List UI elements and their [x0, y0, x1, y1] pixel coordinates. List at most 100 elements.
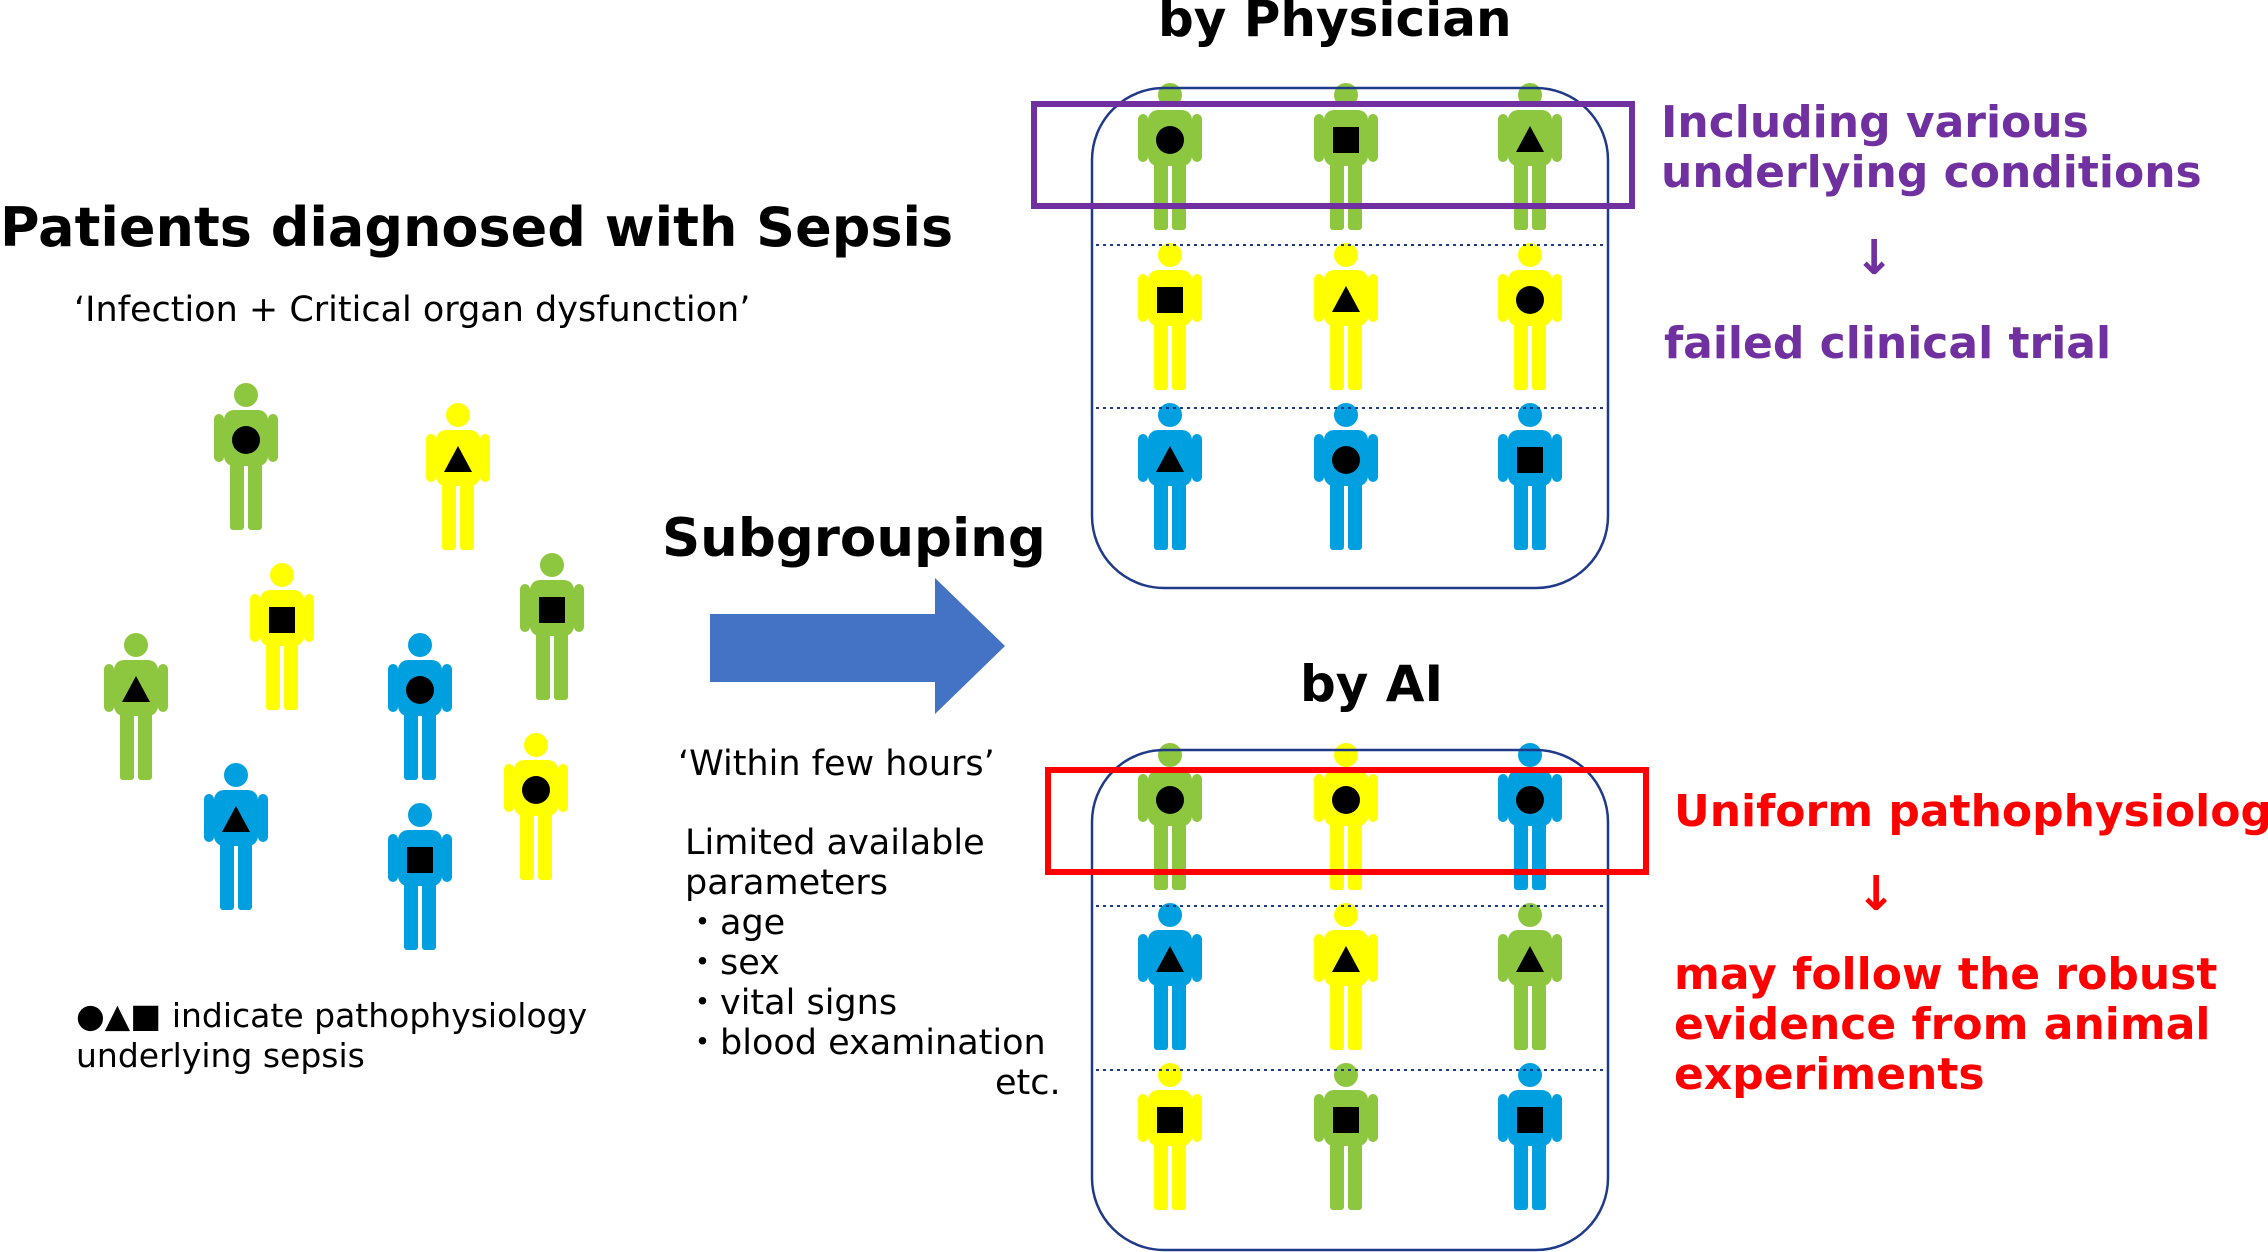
ai-result-line-1: may follow the robust: [1674, 949, 2218, 1000]
circle-marker: [232, 426, 260, 454]
circle-marker: [1156, 786, 1184, 814]
circle-marker: [522, 776, 550, 804]
params-heading-1: Limited available: [685, 823, 985, 863]
square-marker: [1517, 447, 1543, 473]
person-icon: [426, 403, 490, 550]
ai-note: Uniform pathophysiology: [1674, 786, 2268, 837]
person-icon: [1138, 403, 1202, 550]
square-marker: [539, 597, 565, 623]
physician-patient-figure: [1314, 83, 1378, 230]
physician-group-box: [1090, 86, 1610, 590]
ai-title: by AI: [1300, 655, 1444, 713]
params-heading-2: parameters: [685, 863, 889, 903]
people-layer: [104, 83, 1562, 1210]
person-icon: [388, 633, 452, 780]
person-icon: [1138, 1063, 1202, 1210]
square-marker: [1333, 127, 1359, 153]
person-icon: [388, 803, 452, 950]
physician-patient-figure: [1138, 243, 1202, 390]
patients-title: Patients diagnosed with Sepsis: [0, 196, 954, 259]
person-icon: [1314, 903, 1378, 1050]
circle-marker: [1516, 286, 1544, 314]
legend-line-2: underlying sepsis: [76, 1036, 365, 1075]
person-icon: [104, 633, 168, 780]
physician-note: Including various underlying conditions: [1661, 98, 2202, 198]
physician-patient-figure: [1498, 403, 1562, 550]
param-etc: etc.: [995, 1063, 1061, 1103]
triangle-marker: [1516, 126, 1544, 152]
ai-patient-figure: [1138, 1063, 1202, 1210]
person-icon: [1314, 403, 1378, 550]
circle-marker: [406, 676, 434, 704]
person-icon: [1138, 903, 1202, 1050]
person-icon: [204, 763, 268, 910]
triangle-marker: [444, 446, 472, 472]
scattered-patient-figure: [104, 633, 168, 780]
person-icon: [1138, 743, 1202, 890]
person-icon: [1314, 1063, 1378, 1210]
triangle-marker: [1332, 286, 1360, 312]
physician-down-arrow: ↓: [1854, 230, 1895, 286]
param-item: ・vital signs: [685, 983, 898, 1023]
sepsis-definition: ‘Infection + Critical organ dysfunction’: [74, 290, 751, 330]
scattered-patient-figure: [520, 553, 584, 700]
person-icon: [250, 563, 314, 710]
triangle-marker: [1156, 946, 1184, 972]
scattered-patient-figure: [426, 403, 490, 550]
ai-patient-figure: [1314, 743, 1378, 890]
scattered-patient-figure: [504, 733, 568, 880]
subgrouping-label: Subgrouping: [662, 508, 1046, 569]
person-icon: [520, 553, 584, 700]
physician-highlight-box: [1031, 101, 1635, 209]
triangle-marker: [1516, 946, 1544, 972]
physician-patient-figure: [1138, 83, 1202, 230]
shape-legend: ●▲■ indicate pathophysiology underlying …: [76, 996, 587, 1076]
person-icon: [1314, 743, 1378, 890]
ai-result-line-2: evidence from animal: [1674, 999, 2211, 1050]
param-item: ・blood examination: [685, 1023, 1046, 1063]
ai-highlight-box: [1045, 767, 1649, 875]
legend-line-1: ●▲■ indicate pathophysiology: [76, 996, 588, 1035]
ai-patient-figure: [1498, 743, 1562, 890]
person-icon: [1498, 743, 1562, 890]
square-marker: [407, 847, 433, 873]
scattered-patient-figure: [204, 763, 268, 910]
param-item: ・sex: [685, 943, 780, 983]
person-icon: [1498, 1063, 1562, 1210]
physician-title: by Physician: [1158, 0, 1512, 48]
square-marker: [1517, 1107, 1543, 1133]
ai-patient-figure: [1314, 903, 1378, 1050]
ai-patient-figure: [1138, 743, 1202, 890]
person-icon: [1498, 903, 1562, 1050]
physician-note-line-2: underlying conditions: [1661, 147, 2202, 198]
triangle-marker: [122, 676, 150, 702]
person-icon: [1138, 243, 1202, 390]
physician-patient-figure: [1314, 243, 1378, 390]
square-marker: [1157, 287, 1183, 313]
person-icon: [1498, 403, 1562, 550]
person-icon: [1498, 243, 1562, 390]
scattered-patient-figure: [388, 803, 452, 950]
physician-patient-figure: [1314, 403, 1378, 550]
physician-note-line-1: Including various: [1661, 97, 2089, 148]
triangle-marker: [1156, 446, 1184, 472]
ai-result: may follow the robust evidence from anim…: [1674, 950, 2217, 1100]
person-icon: [504, 733, 568, 880]
circle-marker: [1332, 786, 1360, 814]
scattered-patient-figure: [214, 383, 278, 530]
physician-result: failed clinical trial: [1664, 318, 2112, 369]
time-label: ‘Within few hours’: [678, 744, 995, 784]
triangle-marker: [222, 806, 250, 832]
ai-group-box: [1090, 748, 1610, 1252]
square-marker: [1333, 1107, 1359, 1133]
ai-patient-figure: [1498, 1063, 1562, 1210]
person-icon: [214, 383, 278, 530]
ai-patient-figure: [1498, 903, 1562, 1050]
physician-patient-figure: [1498, 243, 1562, 390]
square-marker: [1157, 1107, 1183, 1133]
person-icon: [1314, 243, 1378, 390]
ai-result-line-3: experiments: [1674, 1049, 1985, 1100]
circle-marker: [1332, 446, 1360, 474]
triangle-marker: [1332, 946, 1360, 972]
